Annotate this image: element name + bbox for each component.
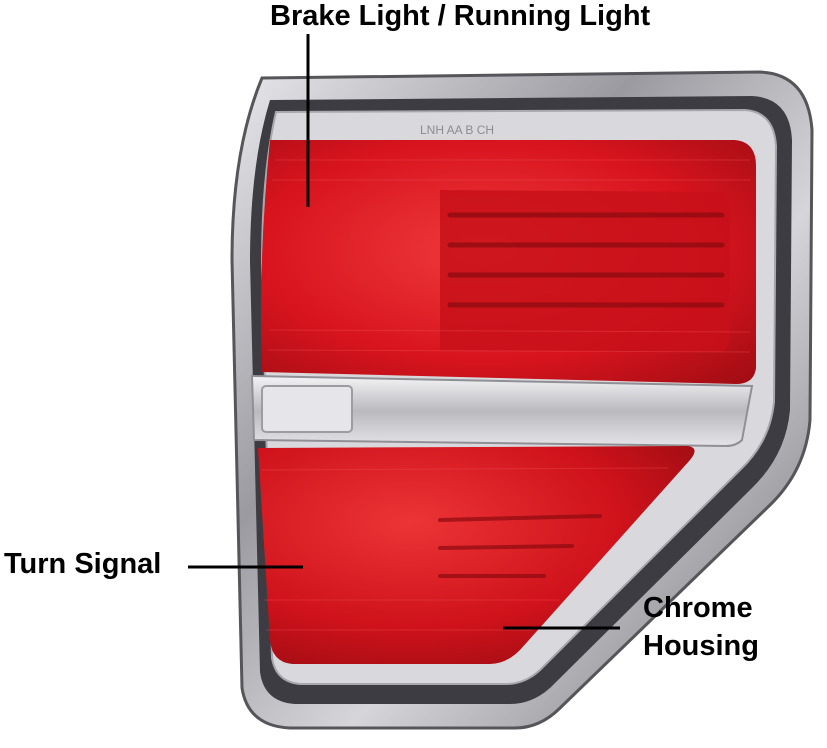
- chrome-housing-label: Chrome Housing: [643, 589, 759, 665]
- reflector-block: [261, 385, 353, 433]
- brake-light-label: Brake Light / Running Light: [270, 0, 651, 32]
- upper-lens-texture: [267, 159, 751, 353]
- lens-text: LNH AA B CH: [420, 123, 494, 137]
- turn-signal-label: Turn Signal: [4, 548, 162, 580]
- turn-signal-lens: [258, 446, 695, 664]
- lower-lens-ribs: [438, 514, 602, 578]
- chrome-housing-label-line2: Housing: [643, 630, 759, 662]
- chrome-housing-label-line1: Chrome: [643, 592, 753, 624]
- upper-lens-panel: [440, 190, 730, 352]
- lower-lens-texture: [261, 467, 669, 631]
- center-chrome-bar: [250, 374, 754, 448]
- upper-lens-ribs: [447, 212, 725, 308]
